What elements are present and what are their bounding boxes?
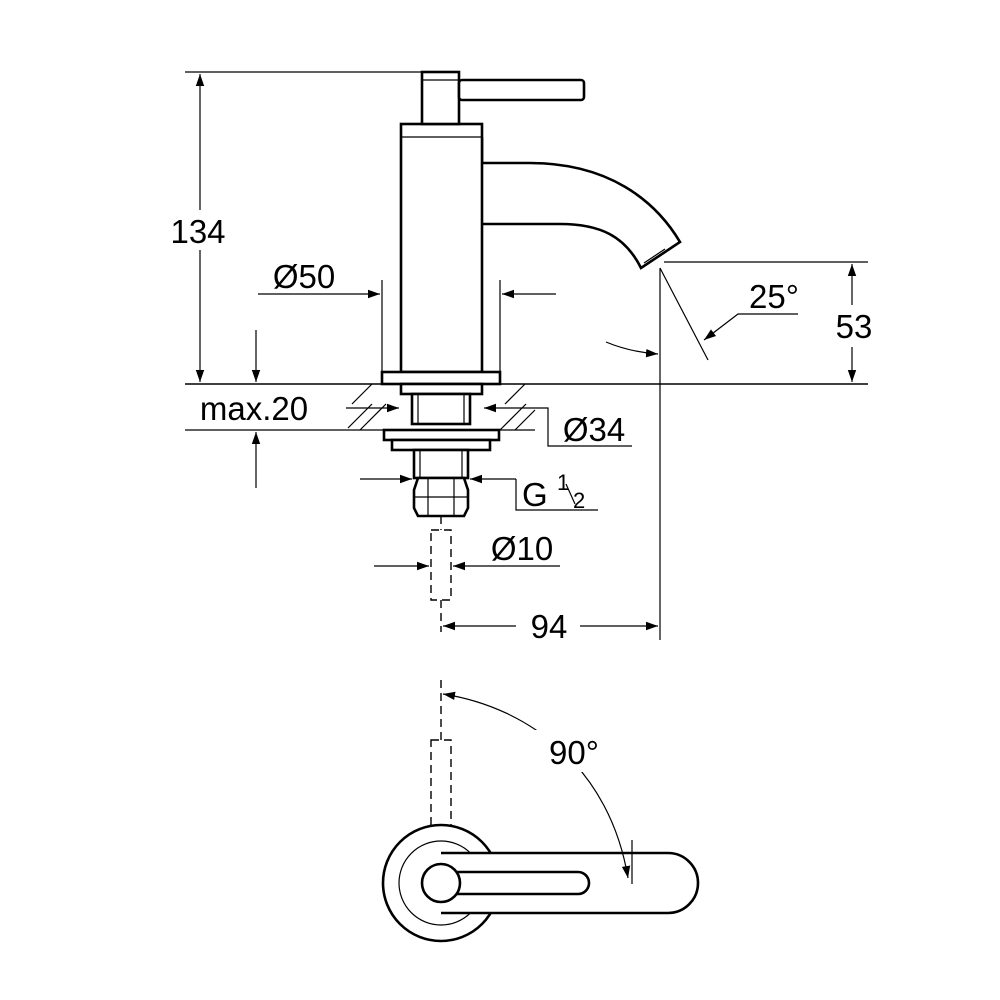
diameter-hole-label: Ø34	[563, 411, 625, 448]
dimension-spout-angle: 25°	[605, 267, 799, 640]
top-view: 90°	[381, 680, 700, 943]
diameter-body-label: Ø50	[273, 258, 335, 295]
spout-angle-label: 25°	[749, 278, 799, 315]
max-thickness-label: max.20	[200, 390, 308, 427]
dimension-diameter-body: Ø50	[258, 258, 556, 372]
spout-height-label: 53	[836, 308, 873, 345]
height-total-label: 134	[170, 213, 225, 250]
side-view: 134 Ø50 53 25°	[160, 70, 876, 646]
diameter-pipe-label: Ø10	[491, 530, 553, 567]
dimension-max-thickness: max.20	[185, 330, 345, 488]
dimension-projection: 94	[443, 606, 658, 646]
dimension-thread: G 1 2	[360, 470, 598, 513]
countertop-section	[185, 383, 868, 431]
fixing-assembly	[382, 382, 501, 632]
thread-main-label: G	[522, 476, 548, 513]
dimension-diameter-hole: Ø34	[346, 403, 632, 448]
rotation-angle-label: 90°	[549, 734, 599, 771]
lever-pivot	[420, 862, 462, 904]
thread-denominator: 2	[573, 488, 585, 513]
dimension-height-total: 134	[160, 71, 458, 382]
faucet-body	[380, 70, 682, 386]
thread-numerator: 1	[557, 470, 569, 495]
projection-label: 94	[531, 608, 568, 645]
dimension-spout-height: 53	[664, 261, 876, 382]
dimension-diameter-pipe: Ø10	[374, 530, 560, 571]
